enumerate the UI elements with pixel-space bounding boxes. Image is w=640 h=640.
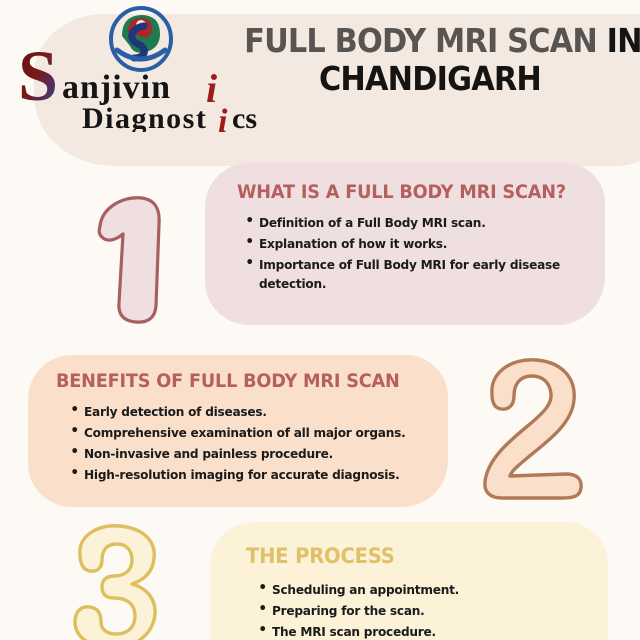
svg-text:anjivin: anjivin [62, 69, 171, 106]
list-item: Scheduling an appointment. [258, 579, 575, 599]
page-title-line-1-gray: FULL BODY MRI SCAN [244, 21, 598, 60]
list-item: Comprehensive examination of all major o… [70, 422, 418, 442]
list-item: Importance of Full Body MRI for early di… [245, 254, 569, 293]
svg-text:S: S [18, 40, 58, 116]
step-number-2 [483, 358, 583, 500]
section-1-heading: WHAT IS A FULL BODY MRI SCAN? [237, 181, 566, 203]
section-2-bullet-list: Early detection of diseases. Comprehensi… [56, 401, 428, 484]
svg-text:i: i [218, 103, 228, 132]
clinic-circle-emblem-icon [109, 6, 173, 72]
section-card-1: WHAT IS A FULL BODY MRI SCAN? Definition… [205, 163, 605, 325]
section-3-heading: THE PROCESS [246, 544, 395, 568]
section-card-2: BENEFITS OF FULL BODY MRI SCAN Early det… [28, 355, 448, 507]
page-title: FULL BODY MRI SCAN IN CHANDIGARH [228, 21, 640, 98]
brand-wordmark: S anjivin i Diagnost i cs [18, 40, 257, 132]
list-item: Preparing for the scan. [258, 600, 575, 620]
list-item: The MRI scan procedure. [258, 621, 575, 640]
list-item: Explanation of how it works. [245, 233, 569, 253]
svg-text:Diagnost: Diagnost [82, 102, 207, 132]
section-2-heading: BENEFITS OF FULL BODY MRI SCAN [56, 370, 400, 392]
svg-text:cs: cs [232, 102, 257, 132]
section-card-3: THE PROCESS Scheduling an appointment. P… [210, 522, 608, 640]
brand-logo: S anjivin i Diagnost i cs [10, 4, 270, 134]
svg-text:i: i [206, 66, 217, 111]
step-number-1 [97, 196, 161, 324]
page-title-line-2: CHANDIGARH [318, 59, 542, 98]
list-item: Early detection of diseases. [70, 401, 418, 421]
list-item: Definition of a Full Body MRI scan. [245, 212, 569, 232]
step-number-3 [73, 524, 157, 640]
section-3-bullet-list: Scheduling an appointment. Preparing for… [246, 579, 584, 640]
page-title-line-1: FULL BODY MRI SCAN IN [244, 21, 640, 60]
list-item: High-resolution imaging for accurate dia… [70, 464, 418, 484]
list-item: Non-invasive and painless procedure. [70, 443, 418, 463]
page-title-line-1-black: IN [596, 21, 640, 60]
section-1-bullet-list: Definition of a Full Body MRI scan. Expl… [237, 212, 579, 293]
